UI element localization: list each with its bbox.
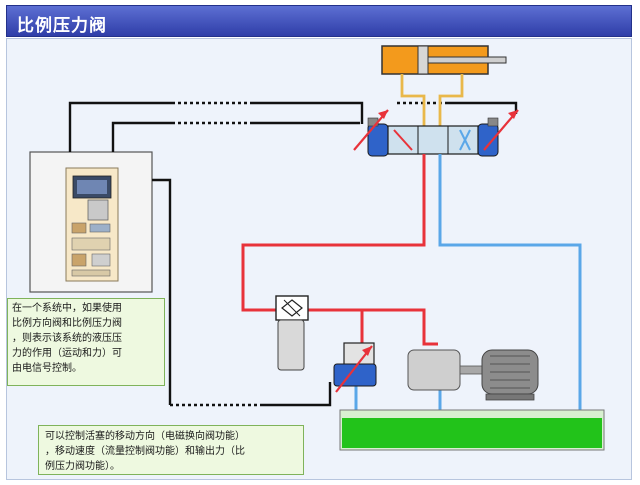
note-bottom: 可以控制活塞的移动方向（电磁换向阀功能） ，移动速度（流量控制阀功能）和输出力（… <box>38 425 304 475</box>
title-bar: 比例压力阀 <box>6 5 632 37</box>
note-left-line: 比例方向阀和比例压力阀 <box>12 318 122 329</box>
page-title: 比例压力阀 <box>17 16 107 36</box>
oil-tank <box>339 409 605 451</box>
proportional-directional-valve <box>367 117 499 157</box>
cylinder-lines <box>400 74 464 128</box>
proportional-arrow-icons <box>353 109 519 151</box>
filter <box>275 295 309 371</box>
note-left-line: ，则表示该系统的液压压 <box>12 333 122 344</box>
proportional-pressure-valve <box>333 342 377 393</box>
hydraulic-cylinder <box>381 45 507 75</box>
signal-wires <box>68 101 518 407</box>
note-left-line: 在一个系统中，如果使用 <box>12 303 122 314</box>
note-left: 在一个系统中，如果使用 比例方向阀和比例压力阀 ，则表示该系统的液压压 力的作用… <box>7 298 165 386</box>
note-left-line: 力的作用（运动和力）可 <box>12 348 122 359</box>
controller-cabinet <box>29 151 153 293</box>
pump-motor-unit <box>407 349 539 401</box>
return-line <box>354 154 582 438</box>
note-left-line: 由电信号控制。 <box>12 363 82 374</box>
note-bottom-line: ，移动速度（流量控制阀功能）和输出力（比 <box>45 446 245 457</box>
pressure-line <box>241 154 438 346</box>
note-bottom-line: 例压力阀功能）。 <box>45 461 120 472</box>
note-bottom-line: 可以控制活塞的移动方向（电磁换向阀功能） <box>45 431 245 442</box>
